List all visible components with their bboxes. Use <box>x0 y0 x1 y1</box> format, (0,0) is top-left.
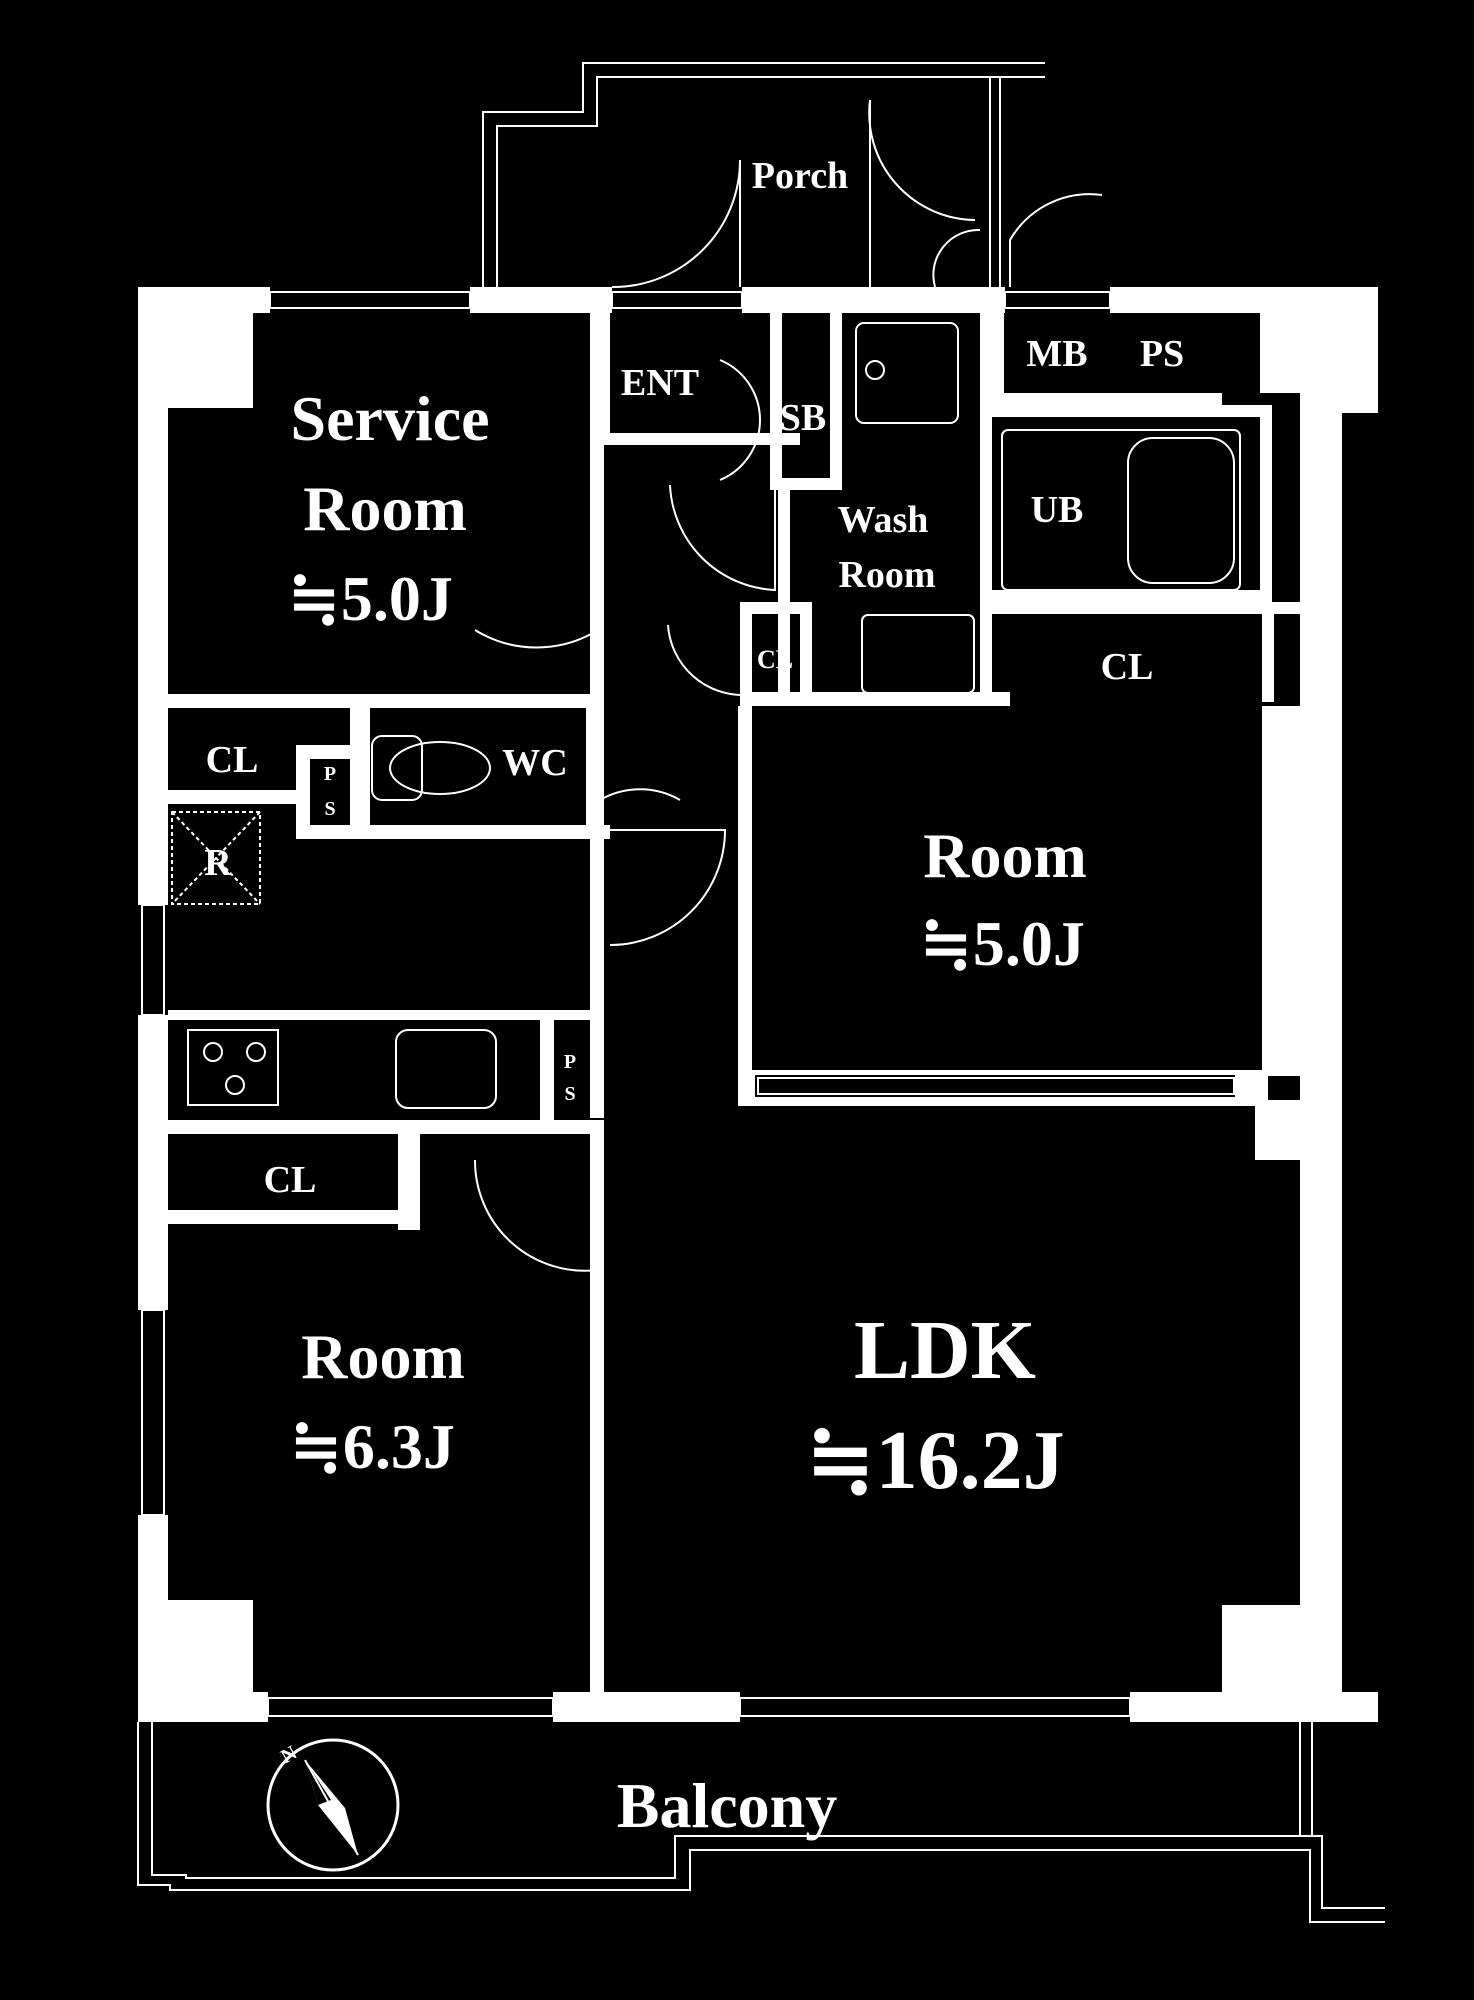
room-labels: Porch ENT SB MB PS Service Room ≒5.0J Wa… <box>204 155 1184 1841</box>
door-swings <box>473 99 1103 1272</box>
label-wc: WC <box>502 742 567 784</box>
label-mb: MB <box>1026 333 1087 375</box>
label-ldk-size: ≒16.2J <box>805 1414 1064 1507</box>
label-cl-left-lower: CL <box>264 1159 317 1201</box>
label-sb: SB <box>780 397 826 439</box>
label-ldk-line1: LDK <box>854 1304 1036 1397</box>
label-cl-right: CL <box>1101 646 1154 688</box>
label-service-room-line1: Service <box>291 383 490 454</box>
label-service-room-size: ≒5.0J <box>287 563 453 634</box>
porch-structure <box>482 62 1045 287</box>
label-ps-top: PS <box>1140 333 1184 375</box>
compass-icon <box>266 1738 400 1872</box>
label-room-right-line1: Room <box>923 820 1087 891</box>
label-cl-left-upper: CL <box>206 739 259 781</box>
label-room-left-size: ≒6.3J <box>289 1411 455 1482</box>
label-wash-room-line2: Room <box>838 554 935 596</box>
label-r: R <box>204 842 232 884</box>
label-ps-kitchen-p: P <box>564 1051 576 1073</box>
label-room-left-line1: Room <box>301 1321 465 1392</box>
label-ps-left-s: S <box>324 798 335 820</box>
label-wash-room-line1: Wash <box>838 499 929 541</box>
fixtures <box>171 322 1241 1109</box>
label-balcony: Balcony <box>617 1770 837 1841</box>
label-cl-small-center: CL <box>757 645 793 674</box>
label-service-room-line2: Room <box>303 473 467 544</box>
windows <box>138 287 1235 1722</box>
balcony-structure <box>137 1722 1385 1923</box>
label-ps-left-p: P <box>324 763 336 785</box>
label-room-right-size: ≒5.0J <box>919 908 1085 979</box>
label-ub: UB <box>1031 489 1084 531</box>
label-ent: ENT <box>621 362 699 404</box>
label-ps-kitchen-s: S <box>564 1083 575 1105</box>
label-porch: Porch <box>752 155 848 197</box>
